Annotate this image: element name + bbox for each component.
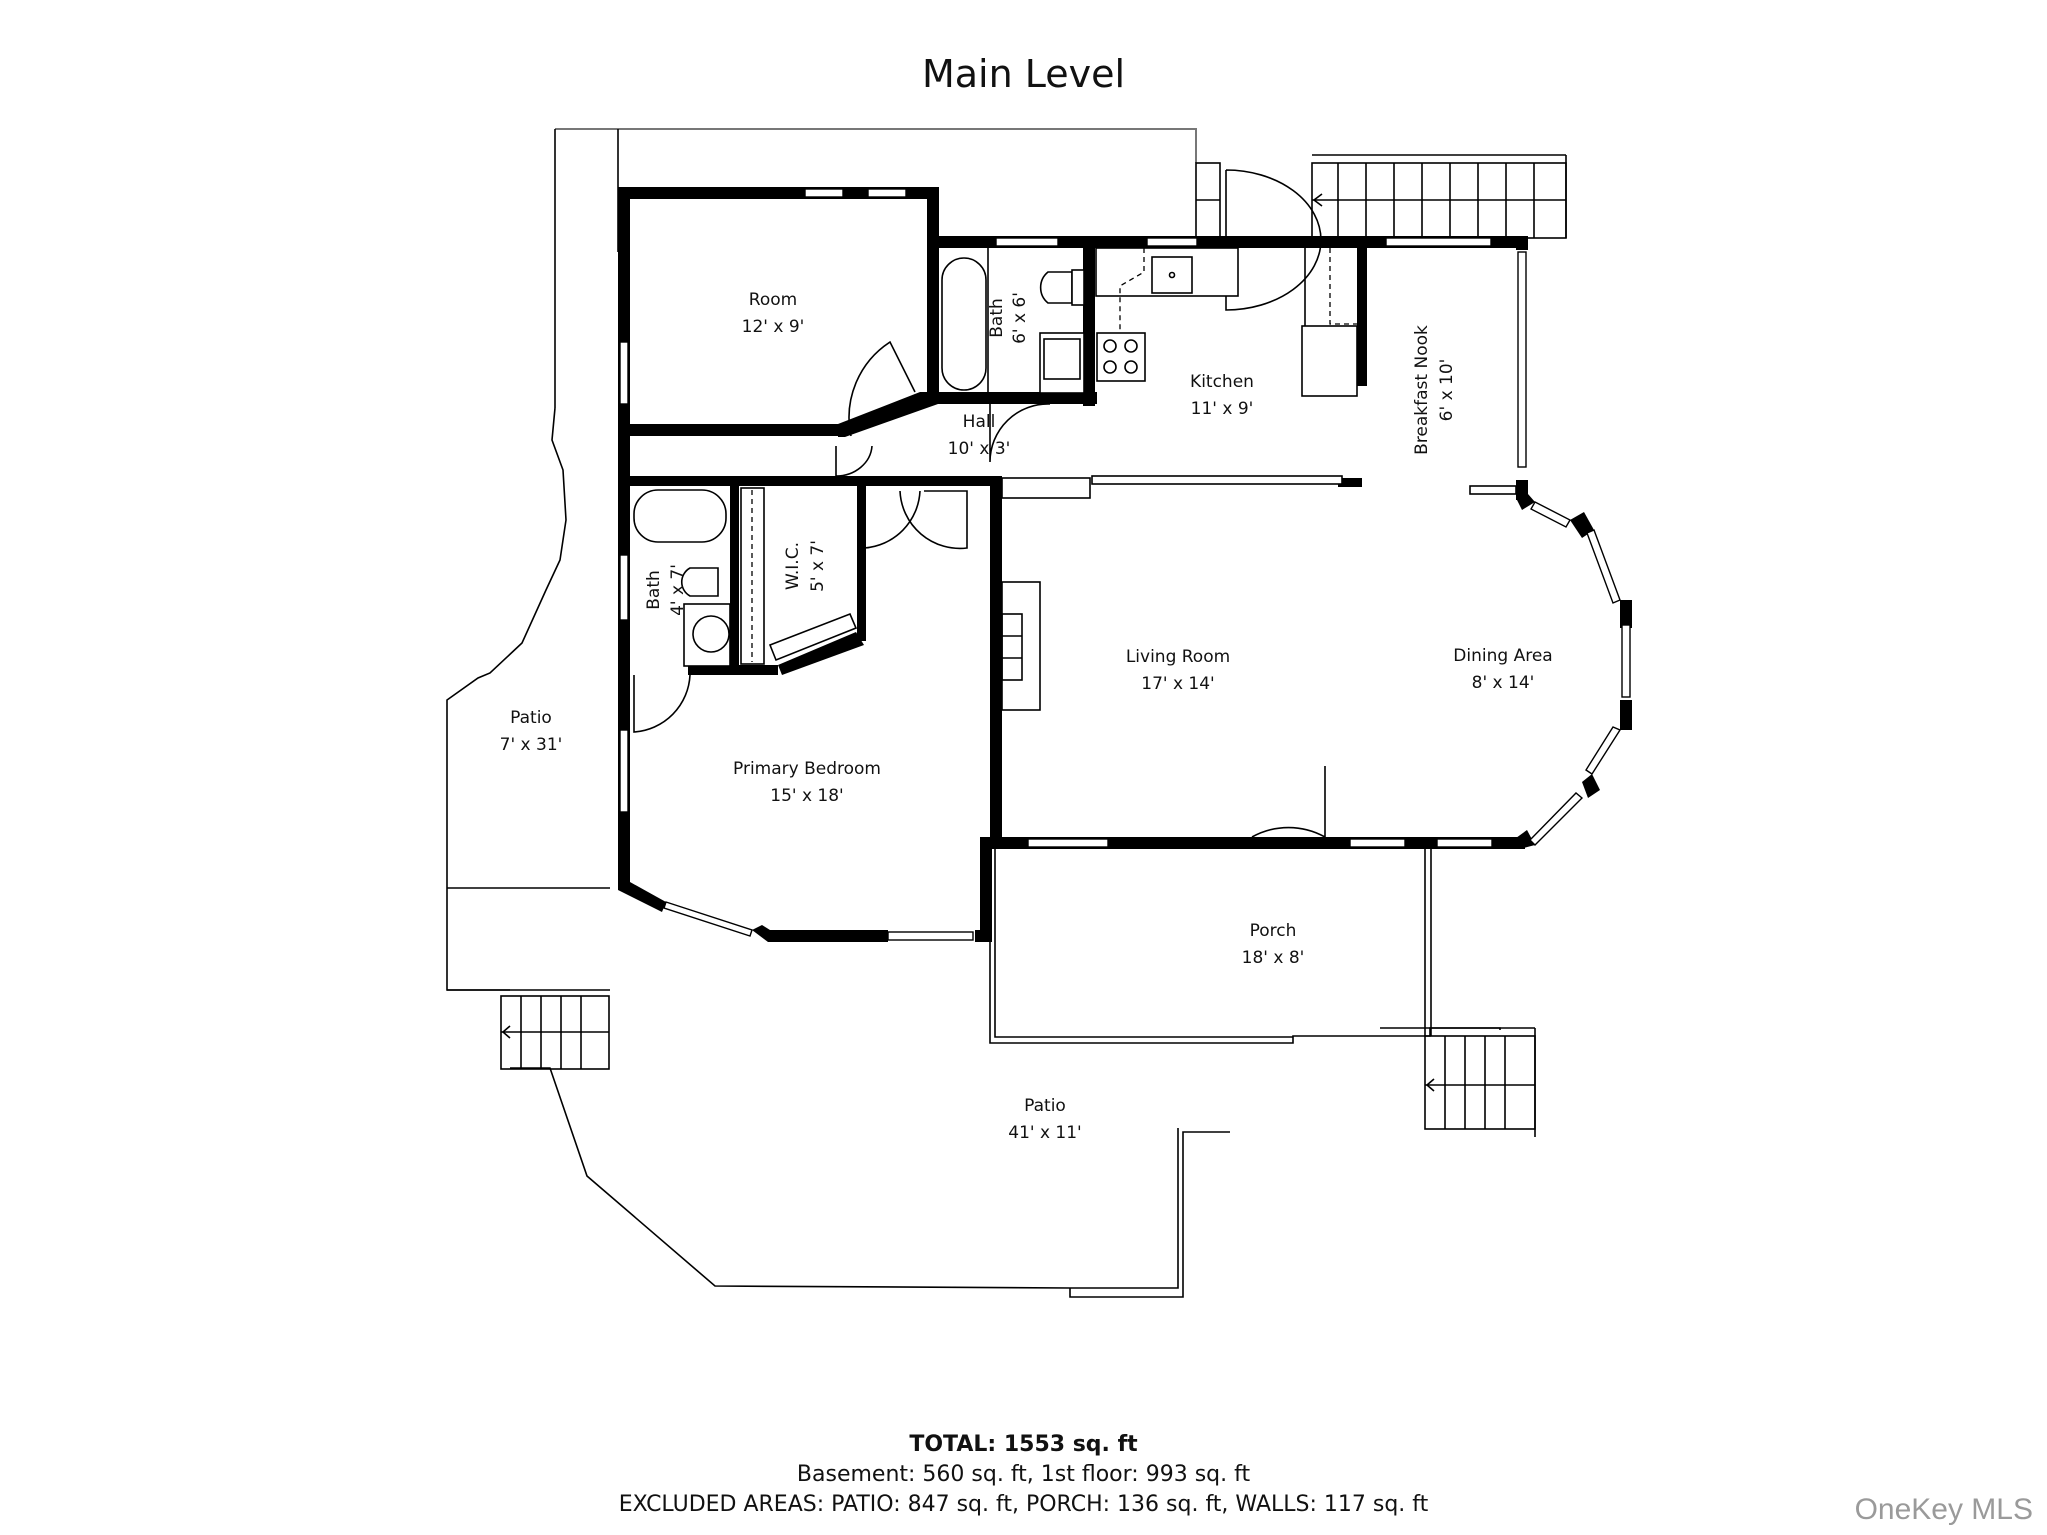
porch-size: 18' x 8' bbox=[1242, 948, 1305, 968]
exterior-outlines bbox=[446, 128, 1567, 1298]
living-room-size: 17' x 14' bbox=[1141, 674, 1214, 694]
toilet-icon bbox=[1039, 271, 1073, 304]
fixtures bbox=[633, 247, 1517, 711]
breakfast-nook-size: 6' x 10' bbox=[1437, 359, 1457, 422]
stove-icon bbox=[1096, 332, 1146, 382]
hall-size: 10' x 3' bbox=[948, 439, 1011, 459]
refrigerator-icon bbox=[1301, 325, 1358, 397]
bathtub-icon bbox=[633, 489, 727, 543]
toilet-icon bbox=[681, 567, 719, 597]
living-room-name: Living Room bbox=[1126, 647, 1230, 667]
room-labels: Room 12' x 9' Bath 6' x 6' Kitchen 11' x… bbox=[500, 290, 1553, 1143]
bath-lower-size: 4' x 7' bbox=[668, 564, 688, 616]
room-size: 12' x 9' bbox=[742, 317, 805, 337]
kitchen-sink-icon bbox=[1151, 256, 1193, 294]
patio-bottom-name: Patio bbox=[1024, 1096, 1066, 1116]
breakfast-nook-name: Breakfast Nook bbox=[1412, 325, 1432, 455]
excluded-areas: EXCLUDED AREAS: PATIO: 847 sq. ft, PORCH… bbox=[618, 1492, 1429, 1517]
dining-area-size: 8' x 14' bbox=[1472, 673, 1535, 693]
patio-left-name: Patio bbox=[510, 708, 552, 728]
kitchen-name: Kitchen bbox=[1190, 372, 1254, 392]
bathtub-icon bbox=[941, 257, 987, 391]
floor-title: Main Level bbox=[921, 52, 1126, 96]
primary-bedroom-size: 15' x 18' bbox=[770, 786, 843, 806]
bath-upper-name: Bath bbox=[987, 298, 1007, 338]
dining-area-name: Dining Area bbox=[1453, 646, 1552, 666]
bath-lower-name: Bath bbox=[644, 570, 664, 610]
area-summary: TOTAL: 1553 sq. ft Basement: 560 sq. ft,… bbox=[0, 1430, 2047, 1520]
hall-name: Hall bbox=[963, 412, 996, 432]
windows bbox=[619, 188, 1631, 941]
area-breakdown: Basement: 560 sq. ft, 1st floor: 993 sq.… bbox=[796, 1462, 1251, 1487]
sink-icon bbox=[692, 615, 730, 653]
doors bbox=[633, 169, 1326, 839]
porch-name: Porch bbox=[1250, 921, 1297, 941]
bath-upper-size: 6' x 6' bbox=[1010, 292, 1030, 344]
kitchen-size: 11' x 9' bbox=[1191, 399, 1254, 419]
watermark: OneKey MLS bbox=[1854, 1493, 2033, 1526]
primary-bedroom-name: Primary Bedroom bbox=[733, 759, 881, 779]
room-name: Room bbox=[749, 290, 797, 310]
wic-name: W.I.C. bbox=[783, 542, 803, 590]
patio-left-size: 7' x 31' bbox=[500, 735, 563, 755]
patio-bottom-size: 41' x 11' bbox=[1008, 1123, 1081, 1143]
total-area: TOTAL: 1553 sq. ft bbox=[909, 1432, 1138, 1457]
sink-icon bbox=[1043, 338, 1081, 380]
fireplace-icon bbox=[1001, 581, 1041, 711]
wic-size: 5' x 7' bbox=[808, 540, 828, 592]
